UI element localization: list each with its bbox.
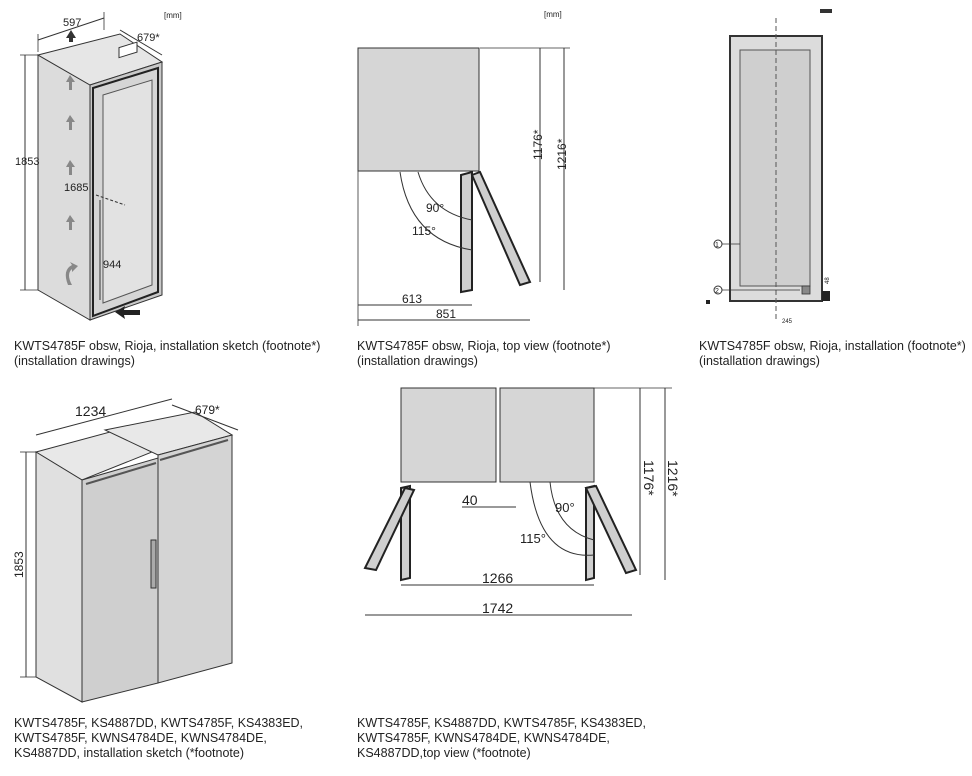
top-view-drawing: [mm] 90° 115° 1176* 1216* 613 851 (357, 10, 570, 326)
dim-depth: 679* (137, 32, 160, 44)
panel-side-by-side-sketch: 1234 679* 1853 KWTS4785F, KS4887DD, KWTS… (0, 380, 340, 776)
angle-115: 115° (412, 224, 436, 238)
dim-1234: 1234 (75, 403, 106, 419)
dim-613: 613 (402, 292, 422, 306)
dim-handle-944: 944 (103, 259, 121, 271)
side-by-side-drawing: 1234 679* 1853 (12, 398, 239, 703)
dim-height: 1853 (15, 156, 39, 168)
panel-top-view: [mm] 90° 115° 1176* 1216* 613 851 KWTS47… (340, 0, 680, 370)
unit-label: [mm] (164, 11, 182, 20)
dim-1176-pair: 1176* (641, 460, 657, 496)
side-by-side-top-drawing: 40 90° 115° 1176* 1216* 1266 1742 (363, 387, 681, 616)
caption-top-view: KWTS4785F obsw, Rioja, top view (footnot… (357, 339, 611, 368)
dim-1216-pair: 1216* (665, 460, 681, 497)
angle-90-pair: 90° (555, 500, 575, 515)
dim-679: 679* (195, 403, 220, 417)
dim-1176: 1176* (531, 129, 545, 160)
front-installation-drawing: 1 2 48 245 (706, 9, 832, 325)
panel-installation-sketch: [mm] 597 679* 1853 1685 944 (0, 0, 340, 368)
angle-90: 90° (426, 201, 444, 215)
caption-front-installation: KWTS4785F obsw, Rioja, installation (foo… (699, 339, 966, 368)
dim-width: 597 (63, 17, 81, 29)
unit-label-2: [mm] (544, 10, 562, 19)
caption-side-by-side-top-view: KWTS4785F, KS4887DD, KWTS4785F, KS4383ED… (357, 716, 647, 760)
panel-side-by-side-top-view: 40 90° 115° 1176* 1216* 1266 1742 KWTS47… (340, 380, 700, 776)
dim-handle-1685: 1685 (64, 182, 88, 194)
dim-gap-40: 40 (462, 492, 478, 508)
caption-installation-sketch: KWTS4785F obsw, Rioja, installation sket… (14, 339, 321, 368)
dim-1266: 1266 (482, 570, 513, 586)
dim-1216: 1216* (555, 138, 569, 170)
dim-1742: 1742 (482, 600, 513, 616)
callout-2: 2 (715, 288, 719, 295)
installation-sketch-drawing: [mm] 597 679* 1853 1685 944 (15, 11, 182, 321)
dim-1853-pair: 1853 (12, 551, 26, 578)
caption-side-by-side-sketch: KWTS4785F, KS4887DD, KWTS4785F, KS4383ED… (14, 716, 304, 760)
callout-1: 1 (715, 242, 719, 249)
dim-245: 245 (782, 319, 793, 325)
dim-851: 851 (436, 307, 456, 321)
angle-115-pair: 115° (520, 531, 546, 546)
panel-front-installation: 1 2 48 245 KWTS4785F obsw, Rioja, instal… (680, 0, 972, 370)
dim-48: 48 (825, 277, 831, 284)
